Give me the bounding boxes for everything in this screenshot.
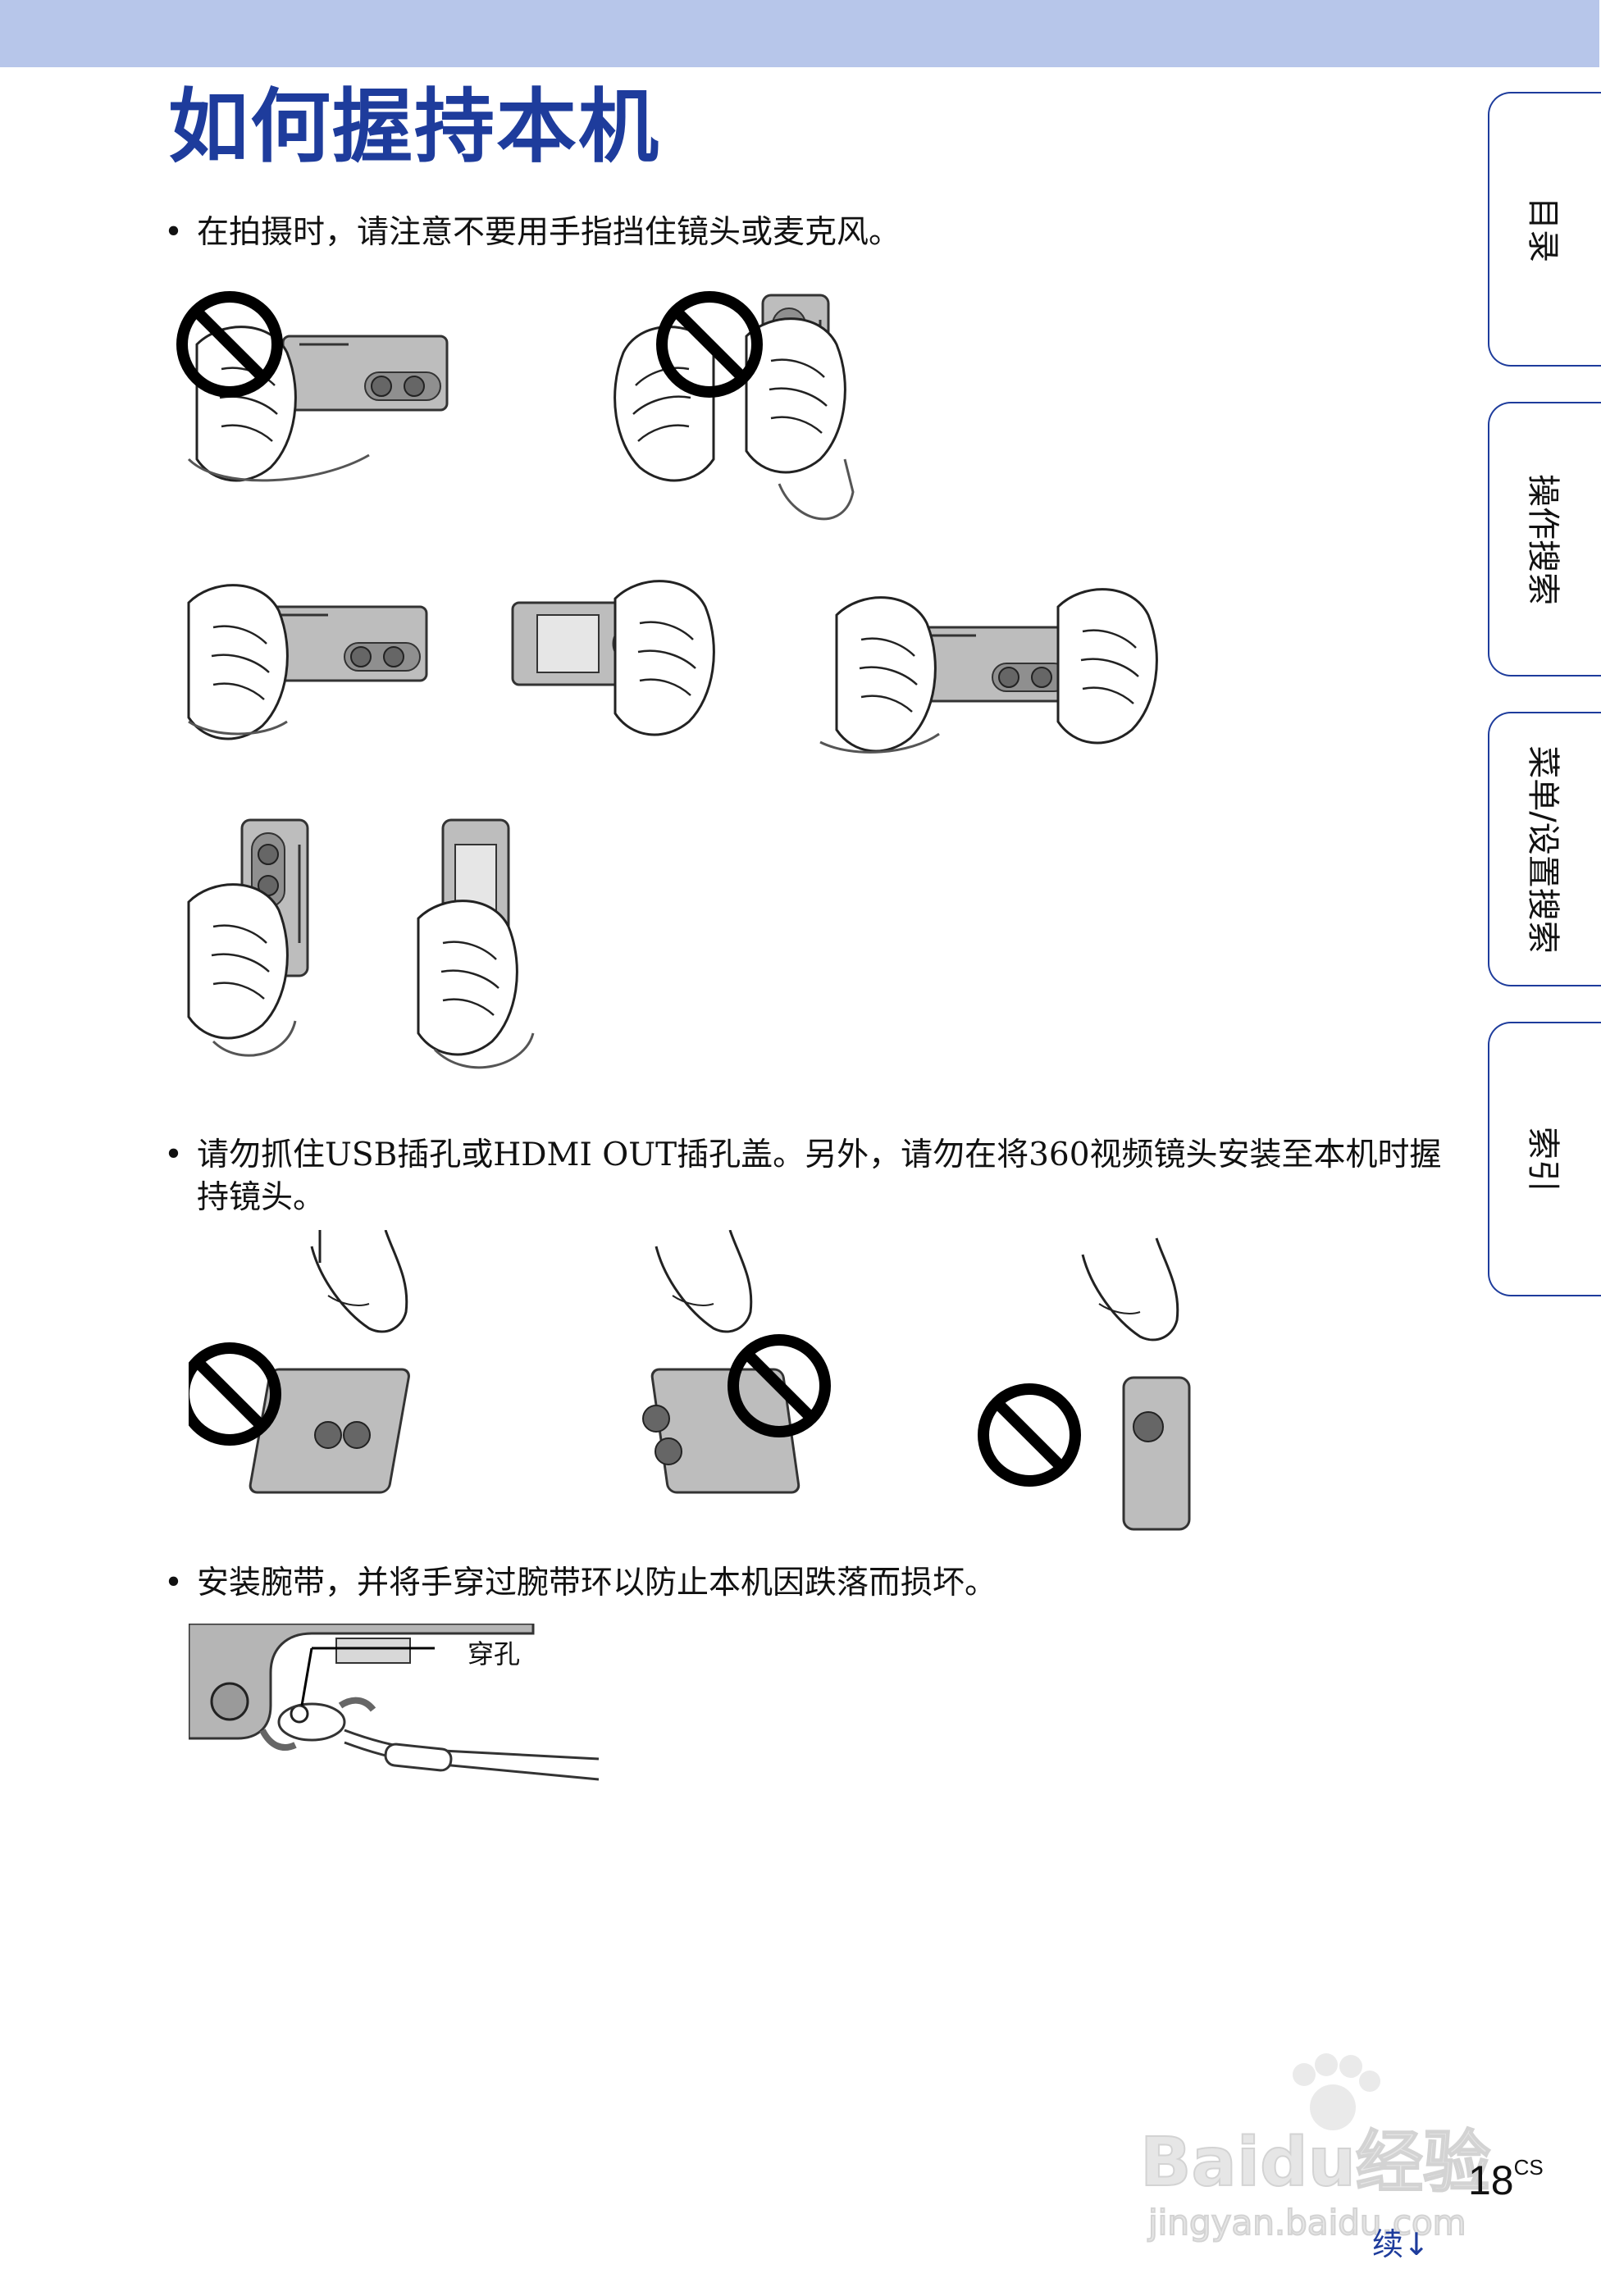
tab-index-label: 索引	[1522, 1127, 1570, 1192]
tab-menu-settings-search[interactable]: 菜单/设置搜索	[1488, 712, 1601, 986]
hold-illustration-7	[418, 820, 533, 1068]
page-title: 如何握持本机	[168, 78, 660, 176]
bullet-item-strap: • 安装腕带，并将手穿过腕带环以防止本机因跌落而损坏。	[164, 1562, 1444, 1605]
bullet-dot: •	[164, 1134, 183, 1177]
page-number-suffix: CS	[1514, 2155, 1544, 2180]
holding-illustrations	[172, 279, 1197, 1115]
tab-index[interactable]: 索引	[1488, 1022, 1601, 1296]
tab-contents[interactable]: 目录	[1488, 92, 1601, 367]
header-bar	[0, 0, 1599, 67]
page-number-value: 18	[1468, 2157, 1514, 2203]
strap-illustration	[189, 1624, 615, 1788]
port-illustration-1	[189, 1230, 410, 1492]
strap-hole-label: 穿孔	[468, 1633, 520, 1671]
bullet-dot: •	[164, 212, 183, 254]
bullet-dot: •	[164, 1562, 183, 1605]
bullet-text: 安装腕带，并将手穿过腕带环以防止本机因跌落而损坏。	[164, 1562, 1444, 1605]
tab-operation-search[interactable]: 操作搜索	[1488, 402, 1601, 676]
port-cover-illustrations	[189, 1230, 1214, 1558]
watermark-text: Baidu经验	[1140, 2124, 1490, 2202]
page-number: 18CS	[1468, 2157, 1544, 2204]
baidu-watermark: Baidu经验 jingyan.baidu.com	[1136, 2050, 1513, 2247]
hold-illustration-1	[182, 297, 714, 481]
continued-label: 续	[1372, 2226, 1403, 2262]
hold-illustration-6	[189, 820, 308, 1055]
tab-contents-label: 目录	[1522, 197, 1570, 262]
tab-menu-settings-search-label: 菜单/设置搜索	[1522, 745, 1570, 953]
hold-illustration-4	[513, 581, 714, 735]
port-illustration-3	[983, 1238, 1189, 1529]
bullet-item-lens-mic: • 在拍摄时，请注意不要用手指挡住镜头或麦克风。	[164, 212, 1444, 254]
continued-link[interactable]: 续↓	[1372, 2219, 1430, 2264]
bullet-item-ports: • 请勿抓住USB插孔或HDMI OUT插孔盖。另外，请勿在将360视频镜头安装…	[164, 1134, 1444, 1219]
paw-icon	[1293, 2053, 1380, 2130]
hold-illustration-5	[820, 590, 1156, 753]
down-arrow-icon: ↓	[1403, 2226, 1430, 2262]
tab-operation-search-label: 操作搜索	[1522, 474, 1570, 605]
bullet-text: 请勿抓住USB插孔或HDMI OUT插孔盖。另外，请勿在将360视频镜头安装至本…	[164, 1134, 1444, 1219]
port-illustration-2	[643, 1230, 825, 1492]
bullet-text: 在拍摄时，请注意不要用手指挡住镜头或麦克风。	[164, 212, 1444, 254]
hold-illustration-3	[189, 585, 426, 739]
